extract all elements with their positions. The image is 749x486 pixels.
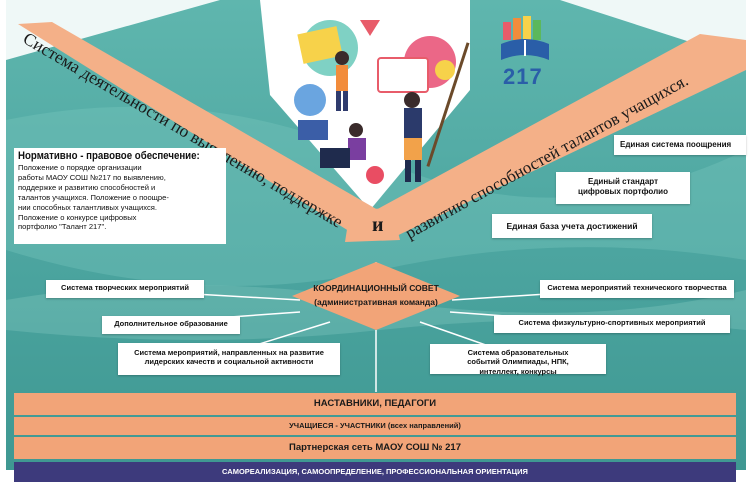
legal-framework-box: Нормативно - правовое обеспечение: Полож… (14, 148, 226, 244)
self-realization-bar: САМОРЕАЛИЗАЦИЯ, САМООПРЕДЕЛЕНИЕ, ПРОФЕСС… (14, 462, 736, 482)
additional-education: Дополнительное образование (102, 316, 240, 334)
achievements-base-box: Единая база учета достижений (492, 214, 652, 238)
mentors-bar: НАСТАВНИКИ, ПЕДАГОГИ (14, 393, 736, 415)
legal-line: поддержке и развитию способностей и (18, 182, 156, 192)
sports-events-system: Система физкультурно-спортивных мероприя… (494, 315, 730, 333)
students-bar: УЧАЩИЕСЯ - УЧАСТНИКИ (всех направлений) (14, 417, 736, 435)
legal-line: Положение о порядке организации (18, 163, 142, 172)
legal-line: работы МАОУ СОШ №217 по выявлению, (18, 172, 166, 182)
legal-line: портфолио "Талант 217". (18, 222, 107, 232)
partners-bar: Партнерская сеть МАОУ СОШ № 217 (14, 437, 736, 459)
legal-text: Положение о порядке организации работы М… (18, 163, 222, 232)
technical-creativity-system: Система мероприятий технического творчес… (540, 280, 734, 298)
legal-title: Нормативно - правовое обеспечение: (18, 150, 200, 162)
leadership-system: Система мероприятий, направленных на раз… (118, 343, 340, 375)
legal-line: нии способных талантливых учащихся. (18, 202, 157, 212)
portfolio-standard-box: Единый стандарт цифровых портфолио (556, 172, 690, 204)
school-logo: 217 (497, 14, 553, 92)
banner-connector: и (372, 214, 384, 236)
council-subtitle: (административная команда) (314, 297, 438, 307)
book-logo-icon (501, 16, 549, 60)
legal-line: Положение о конкурсе цифровых (18, 212, 137, 222)
logo-number: 217 (503, 64, 543, 89)
educational-events-system: Система образовательных событий Олимпиад… (430, 344, 606, 376)
council-diamond (292, 262, 460, 330)
council-title: КООРДИНАЦИОННЫЙ СОВЕТ (313, 283, 439, 293)
unified-rewards-box: Единая система поощрения (614, 135, 746, 155)
legal-line: талантов учащихся. Положение о поощре- (18, 192, 169, 202)
creative-events-system: Система творческих мероприятий (46, 280, 204, 298)
